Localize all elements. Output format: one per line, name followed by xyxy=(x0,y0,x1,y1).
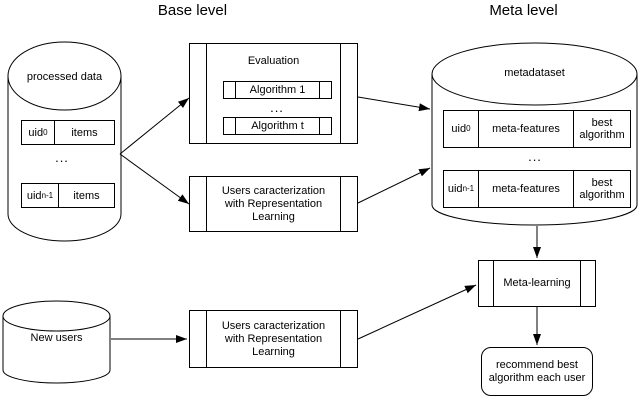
uid-label: uid xyxy=(28,126,44,139)
algorithm-t-label: Algorithm t xyxy=(251,119,304,132)
cylinder-top xyxy=(7,41,122,111)
algorithm-1-box: Algorithm 1 xyxy=(223,81,332,99)
algorithm-t-box: Algorithm t xyxy=(223,117,332,135)
meta-features-cell: meta-features xyxy=(478,171,573,207)
uid-label: uid xyxy=(447,183,463,195)
meta-learning-box: Meta-learning xyxy=(478,260,596,307)
recommendation-label: recommend best algorithm each user xyxy=(488,358,586,384)
metadataset-ellipsis: ... xyxy=(528,149,542,164)
uid-label: uid xyxy=(26,189,42,202)
cylinder-top xyxy=(431,42,638,106)
users-characterization-label: Users caracterization with Representatio… xyxy=(221,319,326,358)
arrow-data-to-characterization xyxy=(119,153,190,205)
evaluation-ellipsis: ... xyxy=(270,100,284,115)
evaluation-title: Evaluation xyxy=(247,55,300,67)
best-algorithm-cell: best algorithm xyxy=(573,171,630,207)
uid-subscript: n-1 xyxy=(462,184,475,193)
arrow-evaluation-to-metadataset xyxy=(357,96,431,112)
meta-level-label: Meta level xyxy=(489,2,558,19)
uid-label: uid xyxy=(451,123,467,135)
uid-subscript: 0 xyxy=(466,124,471,133)
meta-features-cell: meta-features xyxy=(478,111,573,147)
algorithm-1-label: Algorithm 1 xyxy=(249,83,306,96)
items-cell: items xyxy=(54,121,114,144)
recommendation-box: recommend best algorithm each user xyxy=(481,347,593,396)
new-users-title: New users xyxy=(30,332,83,344)
processed-data-ellipsis: ... xyxy=(55,150,69,165)
cylinder-top xyxy=(2,300,111,332)
users-characterization-box-2: Users caracterization with Representatio… xyxy=(189,310,358,368)
arrow-data-to-evaluation xyxy=(119,97,190,155)
users-characterization-box: Users caracterization with Representatio… xyxy=(189,176,358,232)
uid-subscript: 0 xyxy=(43,127,48,137)
meta-learning-label: Meta-learning xyxy=(503,277,571,289)
uid-subscript: n-1 xyxy=(41,190,54,200)
metadataset-title: metadataset xyxy=(504,67,565,79)
items-cell: items xyxy=(58,184,114,207)
arrow-characterization-to-metalearning xyxy=(357,284,477,340)
base-level-label: Base level xyxy=(157,2,228,19)
cylinder-body xyxy=(2,316,111,384)
new-users-cylinder xyxy=(2,300,111,384)
best-algorithm-cell: best algorithm xyxy=(573,111,630,147)
users-characterization-label: Users caracterization with Representatio… xyxy=(221,184,326,223)
processed-data-title: processed data xyxy=(26,71,103,83)
arrow-characterization-to-metadataset xyxy=(357,167,431,204)
